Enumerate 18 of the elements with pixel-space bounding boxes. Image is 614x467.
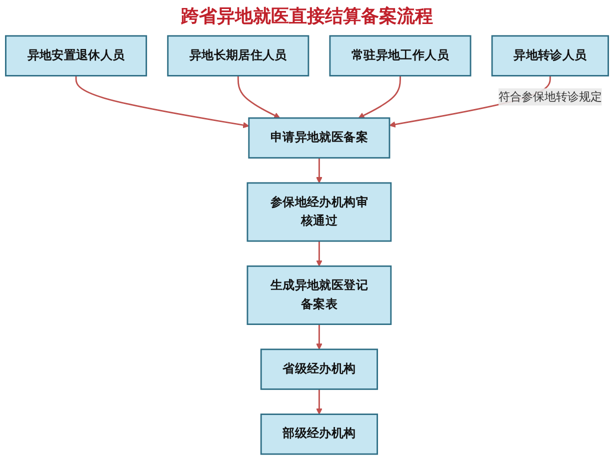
node-box: 申请异地就医备案 (248, 117, 390, 159)
node-box: 异地转诊人员 (491, 35, 609, 76)
arrow (316, 158, 322, 184)
node-box: 异地长期居住人员 (167, 35, 310, 76)
arrow (358, 76, 401, 118)
node-box: 部级经办机构 (260, 414, 378, 455)
node-box: 省级经办机构 (260, 348, 378, 390)
arrow (237, 76, 280, 118)
arrow (75, 76, 250, 128)
node-box: 生成异地就医登记备案表 (246, 265, 392, 325)
node-box: 参保地经办机构审核通过 (246, 182, 392, 242)
node-box: 异地安置退休人员 (5, 35, 148, 76)
edge-label: 符合参保地转诊规定 (498, 90, 602, 104)
arrow (316, 324, 322, 350)
arrow (316, 241, 322, 266)
node-box: 常驻异地工作人员 (329, 35, 472, 76)
arrow (316, 389, 322, 415)
diagram-title: 跨省异地就医直接结算备案流程 (180, 5, 434, 28)
